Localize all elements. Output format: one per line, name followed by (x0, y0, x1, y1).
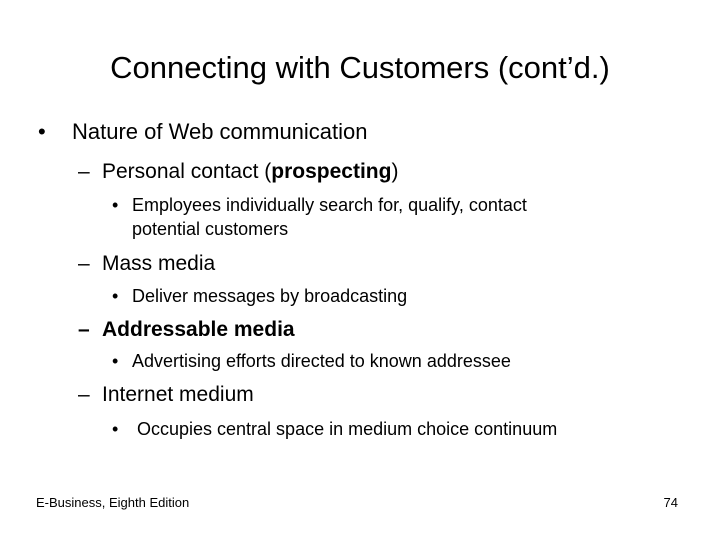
detail-known-addressee: • Advertising efforts directed to known a… (112, 349, 511, 373)
detail-text: Occupies central space in medium choice … (132, 419, 558, 439)
detail-employees-search: • Employees individually search for, qual… (112, 193, 527, 241)
sub-bullet-text: Mass media (102, 252, 216, 275)
bullet-text: Nature of Web communication (72, 119, 368, 144)
slide-title: Connecting with Customers (cont’d.) (110, 50, 610, 85)
bullet-nature-of-web-communication: • Nature of Web communication (38, 118, 368, 146)
detail-text: Advertising efforts directed to known ad… (132, 351, 511, 371)
detail-text: Deliver messages by broadcasting (132, 286, 408, 306)
sub-bullet-text: Internet medium (102, 383, 254, 406)
sub-bullet-text-post: ) (391, 160, 399, 183)
detail-text-line2: potential customers (132, 219, 289, 239)
sub-bullet-mass-media: –Mass media (78, 250, 215, 278)
sub-bullet-text-bold: prospecting (271, 160, 392, 183)
bullet-symbol: • (112, 351, 119, 371)
sub-bullet-addressable-media: –Addressable media (78, 316, 295, 344)
footer-book-title: E-Business, Eighth Edition (36, 495, 190, 510)
detail-text-line1: Employees individually search for, quali… (132, 195, 527, 215)
dash-symbol: – (78, 252, 90, 275)
sub-bullet-internet-medium: –Internet medium (78, 381, 254, 409)
detail-medium-choice-continuum: • Occupies central space in medium choic… (112, 417, 557, 441)
dash-symbol: – (78, 383, 90, 406)
bullet-symbol: • (112, 419, 119, 439)
dash-symbol: – (78, 318, 90, 341)
sub-bullet-text-pre: Personal contact ( (102, 160, 272, 183)
bullet-symbol: • (112, 195, 119, 215)
sub-bullet-personal-contact: –Personal contact (prospecting) (78, 158, 398, 186)
sub-bullet-text: Addressable media (102, 318, 295, 341)
bullet-symbol: • (112, 286, 119, 306)
page-number: 74 (663, 495, 678, 510)
dash-symbol: – (78, 160, 90, 183)
detail-broadcasting: • Deliver messages by broadcasting (112, 284, 407, 308)
bullet-symbol: • (38, 119, 46, 144)
